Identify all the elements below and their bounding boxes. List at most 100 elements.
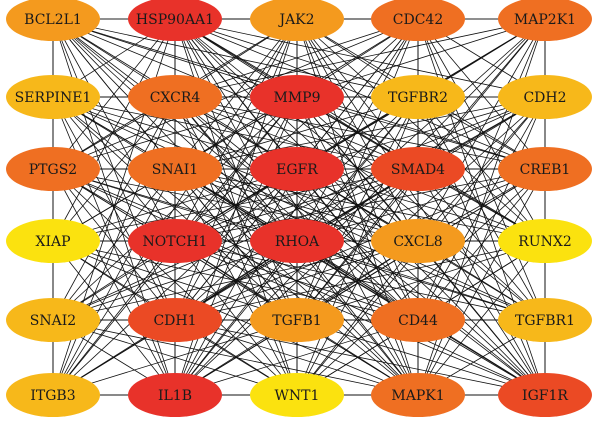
node-igf1r[interactable]: IGF1R bbox=[498, 373, 592, 417]
node-map2k1[interactable]: MAP2K1 bbox=[498, 0, 592, 41]
node-jak2[interactable]: JAK2 bbox=[250, 0, 344, 41]
node-label: PTGS2 bbox=[29, 162, 77, 178]
node-serpine1[interactable]: SERPINE1 bbox=[6, 75, 100, 119]
node-egfr[interactable]: EGFR bbox=[250, 147, 344, 191]
edge-serpine1-mapk1 bbox=[52, 96, 419, 396]
node-cdh1[interactable]: CDH1 bbox=[128, 298, 222, 342]
node-label: SERPINE1 bbox=[15, 90, 92, 106]
edge-cxcl8-snai2 bbox=[52, 240, 419, 321]
node-shape bbox=[128, 147, 222, 191]
node-cxcr4[interactable]: CXCR4 bbox=[128, 75, 222, 119]
node-rhoa[interactable]: RHOA bbox=[250, 219, 344, 263]
edge-tgfb1-igf1r bbox=[296, 319, 546, 396]
edge-creb1-notch1 bbox=[174, 168, 546, 242]
node-shape bbox=[498, 219, 592, 263]
edge-ptgs2-igf1r bbox=[52, 168, 546, 396]
node-mapk1[interactable]: MAPK1 bbox=[371, 373, 465, 417]
node-shape bbox=[250, 0, 344, 41]
node-shape bbox=[128, 75, 222, 119]
node-label: BCL2L1 bbox=[24, 12, 82, 28]
edge-smad4-tgfb1 bbox=[296, 168, 419, 321]
node-snai2[interactable]: SNAI2 bbox=[6, 298, 100, 342]
node-label: CREB1 bbox=[520, 162, 571, 178]
node-cdh2[interactable]: CDH2 bbox=[498, 75, 592, 119]
node-label: SMAD4 bbox=[391, 162, 445, 178]
node-shape bbox=[6, 298, 100, 342]
edge-map2k1-smad4 bbox=[417, 18, 546, 170]
node-shape bbox=[498, 75, 592, 119]
node-shape bbox=[371, 0, 465, 41]
edge-cdc42-cxcr4 bbox=[174, 18, 419, 98]
node-shape bbox=[371, 373, 465, 417]
edge-map2k1-cxcl8 bbox=[417, 18, 546, 242]
node-snai1[interactable]: SNAI1 bbox=[128, 147, 222, 191]
edge-creb1-cdh1 bbox=[174, 168, 546, 321]
edge-cxcr4-igf1r bbox=[174, 96, 546, 396]
edge-runx2-mapk1 bbox=[417, 240, 546, 396]
node-creb1[interactable]: CREB1 bbox=[498, 147, 592, 191]
node-shape bbox=[498, 0, 592, 41]
node-il1b[interactable]: IL1B bbox=[128, 373, 222, 417]
node-shape bbox=[6, 373, 100, 417]
node-smad4[interactable]: SMAD4 bbox=[371, 147, 465, 191]
node-label: TGFBR2 bbox=[388, 90, 448, 106]
edge-cdh1-igf1r bbox=[174, 319, 546, 396]
node-label: RUNX2 bbox=[518, 234, 571, 250]
edge-tgfbr2-cdh1 bbox=[174, 96, 419, 321]
node-label: CDH2 bbox=[523, 90, 566, 106]
node-label: XIAP bbox=[35, 234, 70, 250]
node-cxcl8[interactable]: CXCL8 bbox=[371, 219, 465, 263]
edge-creb1-rhoa bbox=[296, 168, 546, 242]
node-label: CD44 bbox=[398, 313, 438, 329]
edge-mmp9-cdh1 bbox=[174, 96, 298, 321]
edge-cxcl8-cdh1 bbox=[174, 240, 419, 321]
node-label: CXCL8 bbox=[393, 234, 442, 250]
node-shape bbox=[128, 373, 222, 417]
edge-map2k1-cxcr4 bbox=[174, 18, 546, 98]
edge-smad4-il1b bbox=[174, 168, 419, 396]
node-ptgs2[interactable]: PTGS2 bbox=[6, 147, 100, 191]
node-tgfb1[interactable]: TGFB1 bbox=[250, 298, 344, 342]
node-tgfbr1[interactable]: TGFBR1 bbox=[498, 298, 592, 342]
node-label: MMP9 bbox=[274, 90, 321, 106]
edge-creb1-mapk1 bbox=[417, 168, 546, 396]
edge-jak2-igf1r bbox=[296, 18, 546, 396]
node-xiap[interactable]: XIAP bbox=[6, 219, 100, 263]
edge-mmp9-il1b bbox=[174, 96, 298, 396]
node-runx2[interactable]: RUNX2 bbox=[498, 219, 592, 263]
node-label: SNAI1 bbox=[152, 162, 198, 178]
node-tgfbr2[interactable]: TGFBR2 bbox=[371, 75, 465, 119]
edge-mmp9-ptgs2 bbox=[52, 96, 298, 170]
node-notch1[interactable]: NOTCH1 bbox=[128, 219, 222, 263]
node-wnt1[interactable]: WNT1 bbox=[250, 373, 344, 417]
edge-cxcl8-wnt1 bbox=[296, 240, 419, 396]
node-shape bbox=[250, 147, 344, 191]
node-label: TGFB1 bbox=[272, 313, 321, 329]
node-label: RHOA bbox=[275, 234, 320, 250]
edge-cdh2-cd44 bbox=[417, 96, 546, 321]
edge-notch1-igf1r bbox=[174, 240, 546, 396]
node-bcl2l1[interactable]: BCL2L1 bbox=[6, 0, 100, 41]
node-label: SNAI2 bbox=[30, 313, 76, 329]
node-shape bbox=[128, 0, 222, 41]
node-shape bbox=[250, 75, 344, 119]
edge-cdc42-notch1 bbox=[174, 18, 419, 242]
edge-hsp90aa1-ptgs2 bbox=[52, 18, 176, 170]
node-label: WNT1 bbox=[275, 388, 320, 404]
node-label: HSP90AA1 bbox=[136, 12, 214, 28]
node-label: CDH1 bbox=[153, 313, 196, 329]
node-shape bbox=[6, 0, 100, 41]
node-label: CDC42 bbox=[393, 12, 443, 28]
node-label: MAP2K1 bbox=[514, 12, 576, 28]
edge-rhoa-il1b bbox=[174, 240, 298, 396]
node-cd44[interactable]: CD44 bbox=[371, 298, 465, 342]
node-itgb3[interactable]: ITGB3 bbox=[6, 373, 100, 417]
edge-egfr-xiap bbox=[52, 168, 298, 242]
node-label: JAK2 bbox=[277, 12, 314, 28]
edge-cdc42-rhoa bbox=[296, 18, 419, 242]
node-hsp90aa1[interactable]: HSP90AA1 bbox=[128, 0, 222, 41]
node-mmp9[interactable]: MMP9 bbox=[250, 75, 344, 119]
node-cdc42[interactable]: CDC42 bbox=[371, 0, 465, 41]
edge-hsp90aa1-tgfbr1 bbox=[174, 18, 546, 321]
